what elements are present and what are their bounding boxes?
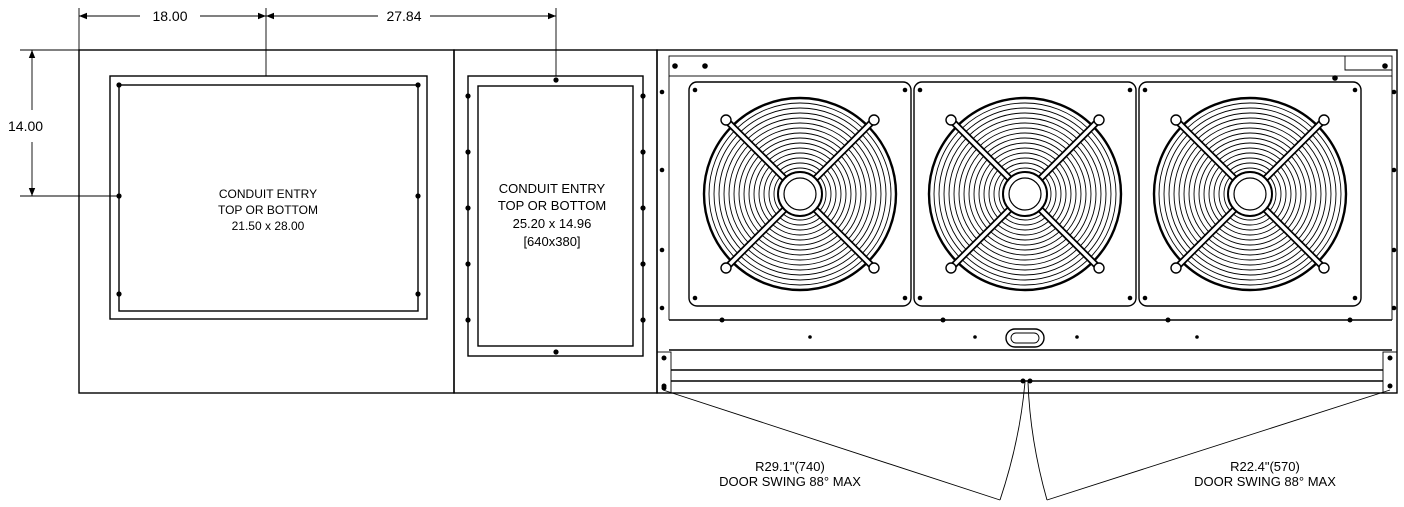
door-right-swing: DOOR SWING 88° MAX xyxy=(1194,474,1336,489)
fans xyxy=(688,81,1362,307)
fan-1 xyxy=(688,81,912,307)
dimension-group: 18.00 27.84 14.00 xyxy=(8,8,557,197)
fan-2 xyxy=(913,81,1137,307)
middle-panel-label-2: TOP OR BOTTOM xyxy=(498,198,606,213)
door-left-radius: R29.1"(740) xyxy=(755,459,825,474)
left-panel-label-2: TOP OR BOTTOM xyxy=(218,203,318,217)
middle-panel-label-1: CONDUIT ENTRY xyxy=(499,181,606,196)
fan-3 xyxy=(1138,81,1362,307)
left-panel: CONDUIT ENTRY TOP OR BOTTOM 21.50 x 28.0… xyxy=(78,49,455,394)
dimension-14: 14.00 xyxy=(8,118,43,134)
dimension-18: 18.00 xyxy=(152,8,187,24)
door-swing xyxy=(662,378,1391,501)
dimension-27-84: 27.84 xyxy=(386,8,421,24)
door-right-radius: R22.4"(570) xyxy=(1230,459,1300,474)
middle-panel: CONDUIT ENTRY TOP OR BOTTOM 25.20 x 14.9… xyxy=(453,49,658,394)
left-panel-label-3: 21.50 x 28.00 xyxy=(232,219,305,233)
left-panel-label-1: CONDUIT ENTRY xyxy=(219,187,317,201)
middle-hatched-area xyxy=(477,85,634,347)
door-left-swing: DOOR SWING 88° MAX xyxy=(719,474,861,489)
fan-section xyxy=(656,49,1398,394)
middle-panel-label-4: [640x380] xyxy=(523,234,580,249)
middle-panel-label-3: 25.20 x 14.96 xyxy=(513,216,592,231)
